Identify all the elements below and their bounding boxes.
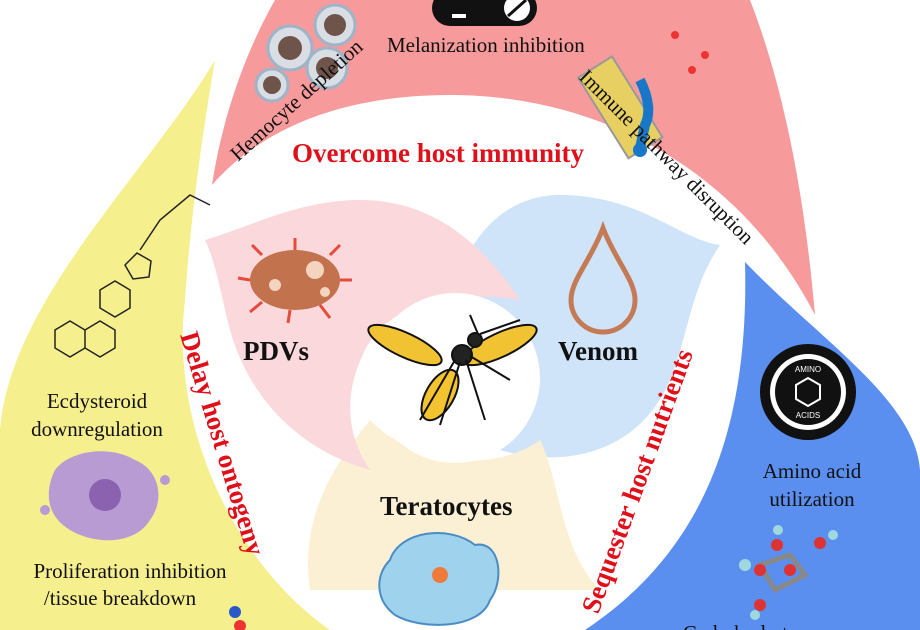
amino-icon-text: AMINO <box>795 365 821 374</box>
venom-drop-icon <box>568 220 638 335</box>
pdv-virus-icon <box>237 238 352 324</box>
wasp-icon <box>367 314 538 426</box>
proliferation-label-line2: /tissue breakdown <box>44 586 197 610</box>
amino-acid-label-line1: Amino acid <box>763 459 862 483</box>
teratocytes-petal <box>308 420 600 590</box>
melanization-inhibition-label: Melanization inhibition <box>387 33 585 57</box>
overcome-host-immunity-title: Overcome host immunity <box>292 138 584 168</box>
pdvs-label: PDVs <box>243 336 309 366</box>
amino-acids-badge-icon: AMINO ACIDS <box>760 344 856 440</box>
amino-acid-label-line2: utilization <box>769 487 855 511</box>
carbohydrate-label: Carbohydrate <box>683 621 797 630</box>
ecdysteroid-label-line1: Ecdysteroid <box>47 389 148 413</box>
teratocytes-label: Teratocytes <box>380 491 512 521</box>
immunity-lobe <box>212 0 815 315</box>
hemocyte-cells-icon <box>254 3 357 103</box>
ecdysteroid-label-line2: downregulation <box>31 417 163 441</box>
carbohydrate-molecule-icon <box>739 525 838 620</box>
ecdysteroid-structure-icon <box>54 194 211 358</box>
acids-icon-text: ACIDS <box>796 411 820 420</box>
membrane-receptor-icon <box>576 31 709 160</box>
tissue-breakdown-icon <box>40 451 170 541</box>
molecule-icon-left <box>229 606 246 630</box>
teratocyte-cell-icon <box>378 532 500 626</box>
venom-label: Venom <box>558 336 639 366</box>
pill-icon <box>432 0 537 26</box>
proliferation-label-line1: Proliferation inhibition <box>33 559 227 583</box>
